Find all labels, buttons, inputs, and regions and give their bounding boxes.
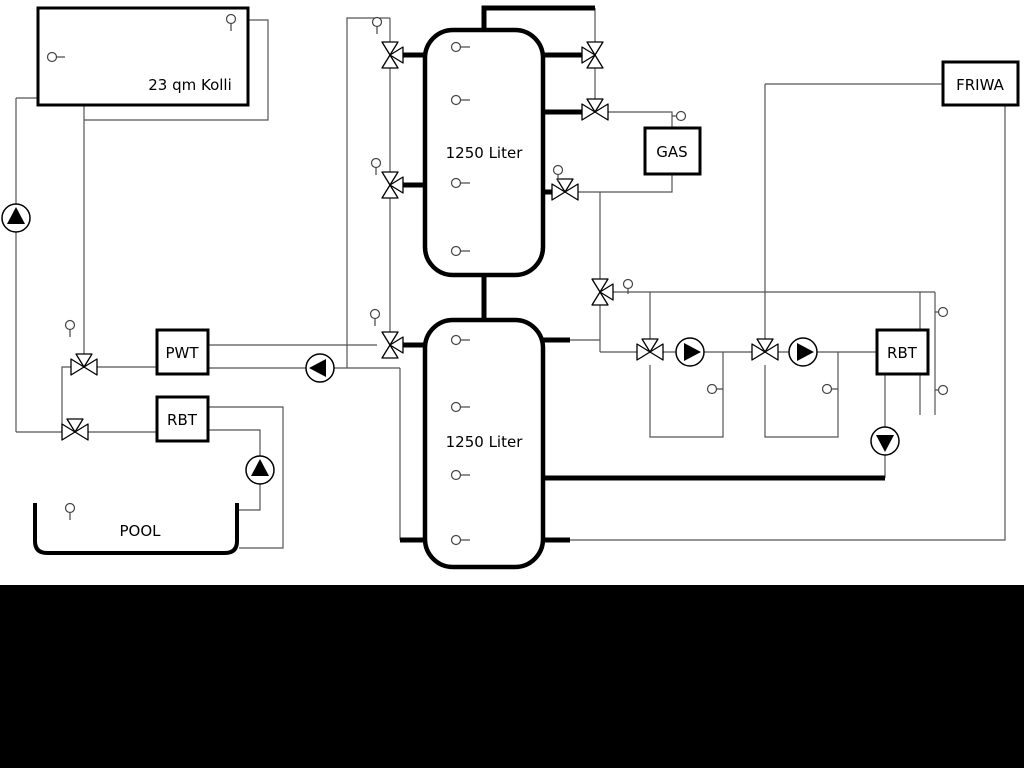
pool-rbt-heat-exchanger: RBT	[155, 395, 210, 443]
upper-buffer-tank: 1250 Liter	[422, 27, 546, 278]
sensor-valve2-icon	[370, 157, 382, 175]
sensor-rbt-upper-icon	[935, 306, 949, 318]
collector-label: 23 qm Kolli	[148, 76, 232, 94]
pwt-mixing-valve-icon	[70, 353, 98, 376]
pool-label: POOL	[119, 522, 161, 540]
sensor-distribution-icon	[622, 278, 634, 294]
pipes-thin	[15, 8, 1006, 549]
lower-buffer-tank: 1250 Liter	[422, 317, 546, 570]
tank1-top-left-valve-icon	[381, 41, 404, 69]
heating-circuit-1-valve-icon	[636, 338, 664, 361]
sensor-valve3-icon	[369, 308, 381, 326]
rbt-right-label: RBT	[887, 344, 918, 362]
temperature-sensors	[46, 13, 949, 546]
pwt-label: PWT	[165, 344, 199, 362]
pwt-charge-pump-icon	[305, 353, 335, 383]
sensor-tank1-2-icon	[450, 94, 470, 106]
tank1-mid-left-valve-icon	[381, 171, 404, 199]
upper-tank-label: 1250 Liter	[446, 144, 524, 162]
gas-return-valve-icon	[551, 178, 579, 201]
sensor-collector-top-icon	[225, 13, 237, 31]
pool-basin: POOL	[33, 503, 239, 555]
tank1-top-right-valve-icon	[581, 41, 604, 69]
rbt-pool-label: RBT	[167, 411, 198, 429]
pool-filter-pump-icon	[245, 455, 275, 485]
sensor-gas-supply-icon	[672, 110, 687, 122]
gas-boiler: GAS	[643, 126, 702, 176]
solar-pump-icon	[1, 203, 31, 233]
gas-flow-valve-icon	[581, 98, 609, 121]
pipes-thick	[398, 5, 885, 543]
sensor-circuit2-return-icon	[821, 383, 838, 395]
sensor-tank2-3-icon	[450, 469, 470, 481]
sensor-tank1-3-icon	[450, 177, 470, 189]
sensor-gas-return-icon	[552, 164, 564, 182]
sensor-tank1-4-icon	[450, 245, 470, 257]
solar-collector: 23 qm Kolli	[36, 6, 250, 107]
distribution-valve-icon	[591, 278, 614, 306]
lower-tank-label: 1250 Liter	[446, 433, 524, 451]
pwt-heat-exchanger: PWT	[155, 328, 210, 376]
footer-black-bar	[0, 585, 1024, 768]
tank2-top-left-valve-icon	[381, 331, 404, 359]
right-rbt-heat-exchanger: RBT	[875, 328, 930, 376]
sensor-tank1-1-icon	[450, 41, 470, 53]
sensor-tank2-4-icon	[450, 534, 470, 546]
pool-mixing-valve-icon	[61, 418, 89, 441]
sensor-tank2-1-icon	[450, 334, 470, 346]
friwa-station: FRIWA	[941, 60, 1020, 107]
sensor-valve1-icon	[371, 16, 383, 34]
heating-circuit-1-pump-icon	[675, 337, 705, 367]
rbt-return-pump-icon	[870, 426, 900, 456]
sensor-pwt-primary-icon	[64, 319, 76, 337]
heating-circuit-2-pump-icon	[788, 337, 818, 367]
gas-label: GAS	[656, 143, 687, 161]
friwa-label: FRIWA	[956, 76, 1004, 94]
sensor-collector-left-icon	[46, 51, 65, 63]
sensor-rbt-lower-icon	[935, 384, 949, 396]
sensor-circuit1-return-icon	[706, 383, 723, 395]
sensor-tank2-2-icon	[450, 401, 470, 413]
sensor-pool-icon	[64, 502, 76, 520]
heating-circuit-2-valve-icon	[751, 338, 779, 361]
